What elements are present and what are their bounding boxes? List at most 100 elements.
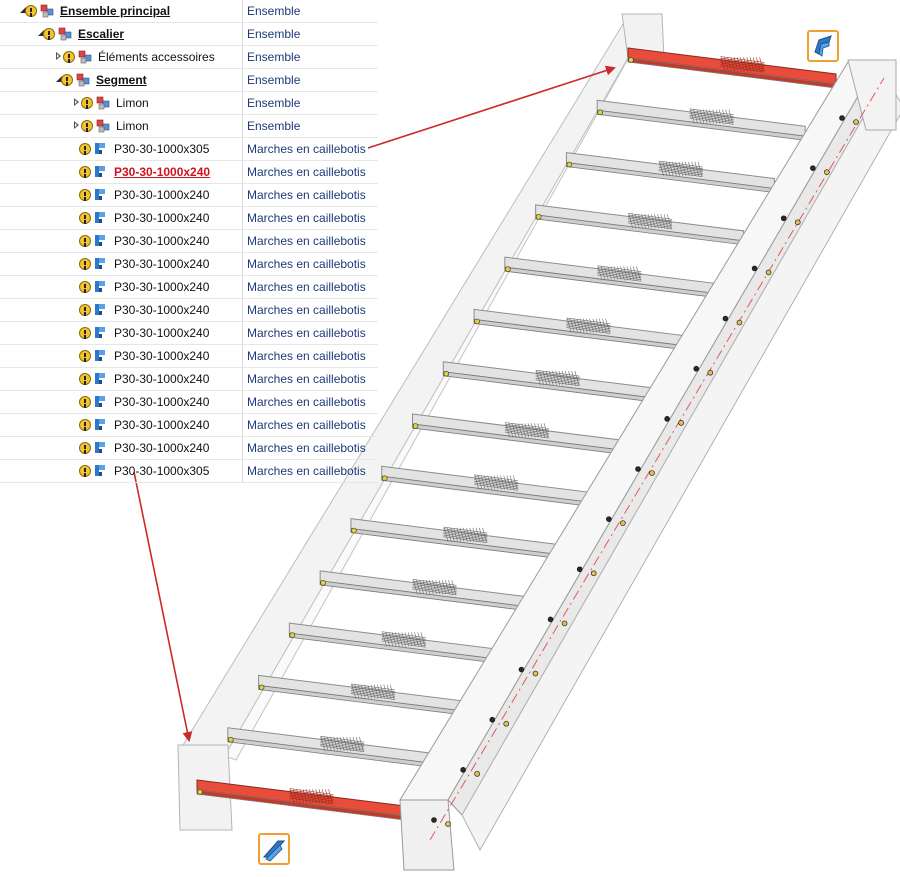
tree-expanded-icon[interactable] [38, 30, 44, 36]
tree-item-label: P30-30-1000x305 [114, 142, 210, 156]
bolt [460, 767, 466, 773]
bolt [635, 466, 641, 472]
tree-item-label: P30-30-1000x240 [114, 211, 210, 225]
part-icon [95, 166, 105, 177]
tree-name-cell: P30-30-1000x240 [0, 437, 243, 459]
part-icon [95, 235, 105, 246]
bolt [693, 365, 700, 372]
warning-icon [79, 327, 91, 339]
warning-icon [79, 143, 91, 155]
tree-name-cell: Segment [0, 69, 243, 91]
tree-name-cell: Limon [0, 115, 243, 137]
tree-item-label: P30-30-1000x240 [114, 165, 211, 179]
bolt [474, 771, 480, 777]
tree-row[interactable]: P30-30-1000x240 Marches en caillebotis [0, 437, 378, 460]
tree-type-cell: Marches en caillebotis [247, 280, 366, 294]
assembly-icon [96, 119, 110, 133]
tree-row[interactable]: Éléments accessoires Ensemble [0, 46, 378, 69]
tree-item-label: P30-30-1000x240 [114, 303, 210, 317]
tree-row[interactable]: P30-30-1000x240 Marches en caillebotis [0, 414, 378, 437]
warning-icon [81, 97, 93, 109]
tree-item-label: Éléments accessoires [98, 50, 215, 64]
tree-expanded-icon[interactable] [56, 76, 62, 82]
tree-collapsed-icon[interactable] [56, 52, 61, 60]
assembly-icon [58, 27, 72, 41]
warning-icon [79, 396, 91, 408]
tree-name-cell: P30-30-1000x240 [0, 391, 243, 413]
warning-icon [63, 51, 75, 63]
tree-type-cell: Marches en caillebotis [247, 234, 366, 248]
tree-type-cell: Ensemble [247, 73, 301, 87]
tree-row[interactable]: P30-30-1000x305 Marches en caillebotis [0, 138, 378, 161]
tree-item-label: Ensemble principal [60, 4, 171, 18]
part-icon [95, 373, 105, 384]
part-icon [95, 465, 105, 476]
bolt [547, 616, 554, 623]
tree-name-cell: Limon [0, 92, 243, 114]
bolt [824, 169, 830, 175]
tree-item-label: Limon [116, 119, 149, 133]
tree-item-label: P30-30-1000x240 [114, 418, 210, 432]
tree-type-cell: Marches en caillebotis [247, 142, 366, 156]
bolt [576, 566, 583, 573]
tree-type-cell: Ensemble [247, 4, 301, 18]
stringer-bolts [431, 115, 859, 827]
tree-item-label: P30-30-1000x240 [114, 257, 210, 271]
tree-collapsed-icon[interactable] [74, 121, 79, 129]
bolt [532, 670, 539, 677]
bolt [590, 570, 597, 577]
tree-type-cell: Marches en caillebotis [247, 418, 366, 432]
tree-item-label: P30-30-1000x305 [114, 464, 210, 478]
assembly-icon [96, 96, 110, 110]
bolt [707, 369, 714, 376]
tree-name-cell: P30-30-1000x240 [0, 345, 243, 367]
warning-icon [79, 373, 91, 385]
tree-row[interactable]: P30-30-1000x240 Marches en caillebotis [0, 391, 378, 414]
profile-view-button-top[interactable] [807, 30, 839, 62]
tree-name-cell: P30-30-1000x240 [0, 253, 243, 275]
warning-icon [43, 28, 55, 40]
tree-expanded-icon[interactable] [20, 7, 26, 13]
part-icon [95, 258, 105, 269]
warning-icon [79, 189, 91, 201]
bolt [431, 817, 437, 823]
tree-type-cell: Ensemble [247, 50, 301, 64]
tree-type-cell: Marches en caillebotis [247, 441, 366, 455]
step [381, 465, 591, 507]
tree-row[interactable]: Ensemble principal Ensemble [0, 0, 378, 23]
part-icon [95, 442, 105, 453]
tree-row[interactable]: Segment Ensemble [0, 69, 378, 92]
part-icon [95, 419, 105, 430]
step [288, 622, 498, 664]
assembly-icon [78, 50, 92, 64]
tree-type-cell: Marches en caillebotis [247, 464, 366, 478]
tree-item-label: P30-30-1000x240 [114, 372, 210, 386]
step [350, 518, 560, 560]
bolt [664, 416, 670, 422]
warning-icon [79, 212, 91, 224]
tree-row[interactable]: P30-30-1000x305 Marches en caillebotis [0, 460, 378, 483]
profile-view-button-bottom[interactable] [258, 833, 290, 865]
tree-item-label: Limon [116, 96, 149, 110]
bolt [445, 821, 451, 827]
warning-icon [61, 74, 73, 86]
tree-type-cell: Marches en caillebotis [247, 395, 366, 409]
part-icon [95, 189, 105, 200]
tree-collapsed-icon[interactable] [74, 98, 79, 106]
step [504, 256, 714, 298]
left-stringer [177, 13, 665, 831]
